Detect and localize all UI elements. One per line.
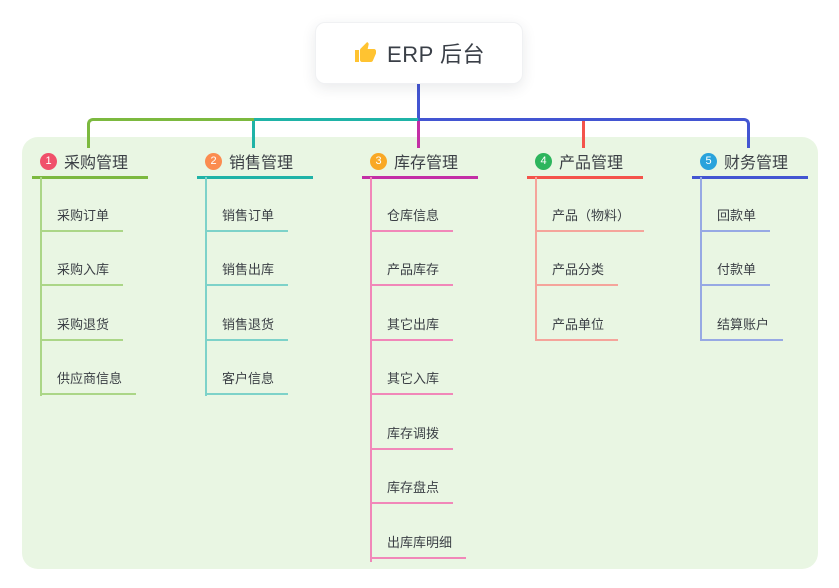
- branch-header-purchase[interactable]: 1 采购管理: [32, 146, 148, 179]
- connector-root-stem: [416, 84, 420, 118]
- branch-spine: [370, 177, 372, 562]
- child-label: 供应商信息: [57, 371, 123, 386]
- child-label: 产品分类: [552, 262, 605, 277]
- child-node[interactable]: 产品单位: [535, 286, 619, 341]
- child-label: 采购入库: [57, 262, 110, 277]
- branch-spine: [205, 177, 207, 396]
- branch-finance: 5 财务管理 回款单 付款单 结算账户: [692, 146, 808, 341]
- child-label: 回款单: [717, 207, 757, 223]
- child-label: 销售出库: [222, 262, 275, 277]
- branch-spine: [700, 177, 702, 341]
- branch-number-badge: 5: [700, 152, 717, 170]
- branch-header-sales[interactable]: 2 销售管理: [197, 146, 313, 179]
- child-node[interactable]: 其它入库: [370, 341, 454, 395]
- child-node[interactable]: 库存盘点: [370, 450, 454, 504]
- child-label: 出库库明细: [387, 534, 453, 550]
- child-node[interactable]: 库存调拨: [370, 395, 454, 450]
- branch-label: 财务管理: [724, 155, 789, 172]
- thumbs-up-icon: [353, 41, 377, 65]
- branch-header-finance[interactable]: 5 财务管理: [692, 146, 808, 179]
- child-node[interactable]: 产品（物料）: [535, 177, 645, 232]
- child-label: 结算账户: [717, 316, 770, 332]
- child-node[interactable]: 供应商信息: [40, 341, 137, 395]
- child-node[interactable]: 回款单: [700, 177, 771, 232]
- child-node[interactable]: 销售退货: [205, 286, 289, 341]
- branch-purchase: 1 采购管理 采购订单 采购入库 采购退货 供应商信息: [32, 146, 148, 396]
- child-label: 产品（物料）: [552, 207, 631, 223]
- child-label: 库存调拨: [387, 425, 440, 441]
- child-label: 销售订单: [222, 207, 275, 223]
- child-label: 销售退货: [222, 316, 275, 332]
- child-label: 其它出库: [387, 316, 440, 332]
- branch-label: 产品管理: [559, 155, 624, 172]
- child-node[interactable]: 出库库明细: [370, 504, 467, 559]
- child-label: 付款单: [717, 262, 757, 277]
- child-node[interactable]: 产品库存: [370, 232, 454, 286]
- child-node[interactable]: 采购退货: [40, 286, 124, 341]
- child-node[interactable]: 结算账户: [700, 286, 784, 341]
- connector-bus-teal: [253, 118, 420, 121]
- branches-panel: [22, 137, 818, 569]
- branch-sales: 2 销售管理 销售订单 销售出库 销售退货 客户信息: [197, 146, 313, 396]
- root-node[interactable]: ERP 后台: [315, 22, 523, 84]
- branch-number-badge: 1: [40, 152, 57, 170]
- connector-drop-product: [581, 121, 585, 148]
- child-label: 客户信息: [222, 371, 275, 386]
- branch-number-badge: 2: [205, 152, 222, 170]
- child-node[interactable]: 产品分类: [535, 232, 619, 286]
- connector-drop-inventory: [416, 121, 420, 148]
- child-label: 仓库信息: [387, 207, 440, 223]
- child-node[interactable]: 销售订单: [205, 177, 289, 232]
- branch-header-inventory[interactable]: 3 库存管理: [362, 146, 478, 179]
- root-label: ERP 后台: [387, 42, 485, 67]
- child-node[interactable]: 客户信息: [205, 341, 289, 395]
- child-node[interactable]: 仓库信息: [370, 177, 454, 232]
- child-label: 采购退货: [57, 316, 110, 332]
- child-label: 产品单位: [552, 316, 605, 332]
- branch-label: 销售管理: [229, 155, 294, 172]
- child-label: 产品库存: [387, 262, 440, 277]
- connector-bus-right-blue: [418, 118, 750, 148]
- branch-label: 采购管理: [64, 155, 129, 172]
- branch-inventory: 3 库存管理 仓库信息 产品库存 其它出库 其它入库 库存调拨 库存盘点 出库库…: [362, 146, 478, 562]
- branch-number-badge: 3: [370, 152, 387, 170]
- connector-drop-sales: [251, 121, 255, 148]
- branch-product: 4 产品管理 产品（物料） 产品分类 产品单位: [527, 146, 645, 341]
- child-node[interactable]: 其它出库: [370, 286, 454, 341]
- branch-header-product[interactable]: 4 产品管理: [527, 146, 643, 179]
- branch-spine: [535, 177, 537, 341]
- connector-bus-left-green: [86, 118, 254, 148]
- branch-spine: [40, 177, 42, 396]
- child-node[interactable]: 销售出库: [205, 232, 289, 286]
- child-label: 采购订单: [57, 207, 110, 223]
- child-node[interactable]: 采购订单: [40, 177, 124, 232]
- child-node[interactable]: 付款单: [700, 232, 771, 286]
- branch-label: 库存管理: [394, 155, 459, 172]
- child-label: 库存盘点: [387, 480, 440, 495]
- child-label: 其它入库: [387, 371, 440, 386]
- child-node[interactable]: 采购入库: [40, 232, 124, 286]
- branch-number-badge: 4: [535, 152, 552, 170]
